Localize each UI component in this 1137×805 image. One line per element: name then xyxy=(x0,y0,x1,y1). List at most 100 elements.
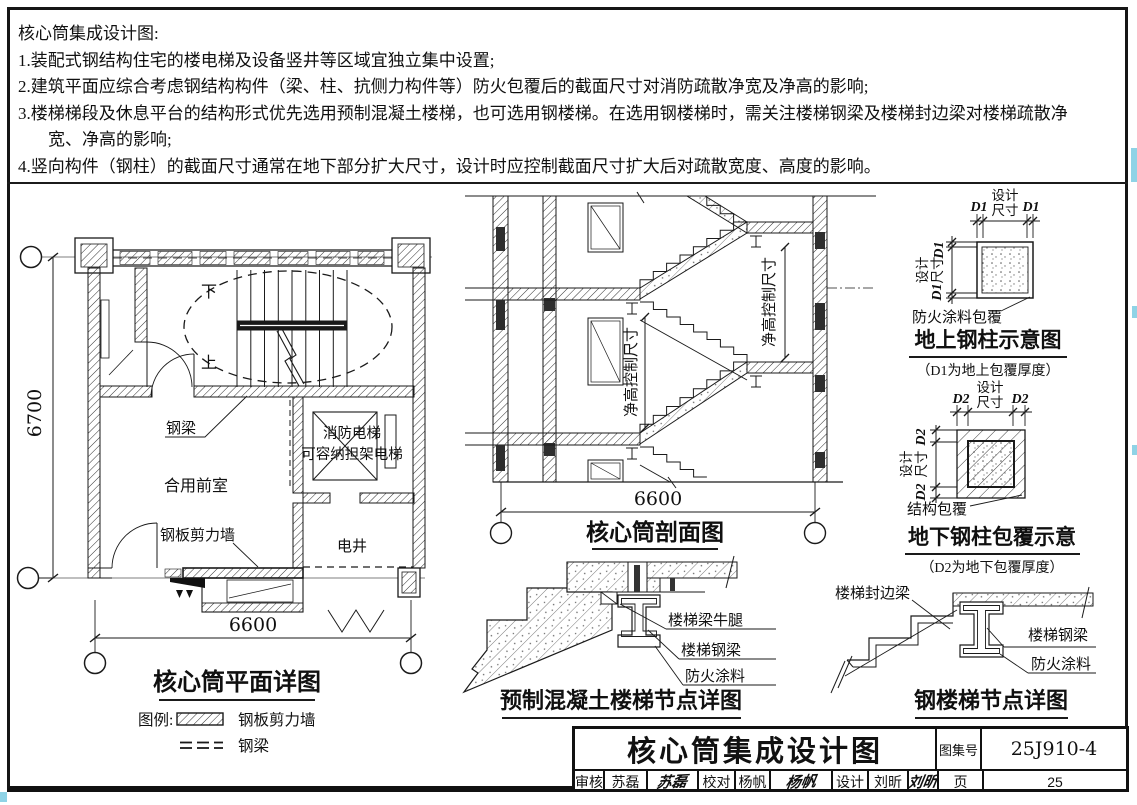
section-windows xyxy=(587,202,624,483)
atlas-number-label: 图集号 xyxy=(937,729,982,769)
notes-divider-line xyxy=(7,182,1128,184)
note-line: 4.竖向构件（钢柱）的截面尺寸通常在地下部分扩大尺寸，设计时应控制截面尺寸扩大后… xyxy=(18,156,881,176)
precast-label-corbel: 楼梯梁牛腿 xyxy=(668,612,743,629)
scan-artifact xyxy=(0,792,7,802)
proof-label: 校对 xyxy=(699,771,736,792)
legend-steel-beam-label: 钢梁 xyxy=(238,737,269,755)
section-dims xyxy=(489,242,827,545)
plan-label-shaft: 电井 xyxy=(337,538,367,555)
above-dim-design-2: 尺寸 xyxy=(992,203,1019,218)
legend-shear-wall-swatch xyxy=(176,712,224,726)
below-dim-design-left-2: 尺寸 xyxy=(914,451,929,478)
below-title: 地下钢柱包覆示意 xyxy=(908,525,1076,549)
above-dim-d1-left-bottom: D1 xyxy=(930,283,945,301)
above-dim-d1-top-right: D1 xyxy=(1021,200,1039,215)
review-signature: 苏磊 xyxy=(648,771,699,792)
title-block: 核心筒集成设计图 图集号 25J910-4 审核 苏磊 苏磊 校对 杨帆 杨帆 … xyxy=(572,726,1129,792)
above-column-drawing: D1 D1 设计 尺寸 D1 设计 尺寸 D1 防火涂料包覆 地上钢柱示意图 （… xyxy=(909,188,1067,379)
below-dim-d2-left-bottom: D2 xyxy=(914,483,929,501)
steel-stair-geometry xyxy=(830,586,1094,694)
above-title: 地上钢柱示意图 xyxy=(915,328,1062,352)
section-dim-horizontal: 6600 xyxy=(634,488,682,510)
plan-label-down: 下 xyxy=(201,284,217,301)
above-column-dims xyxy=(946,214,1040,304)
above-label-coating: 防火涂料包覆 xyxy=(912,309,1002,326)
legend-shear-wall-label: 钢板剪力墙 xyxy=(238,711,316,729)
plan-label-elevator-2: 可容纳担架电梯 xyxy=(301,446,403,463)
steel-stair-title: 钢楼梯节点详图 xyxy=(914,688,1068,713)
plan-label-elevator-1: 消防电梯 xyxy=(323,425,381,442)
plan-leaders xyxy=(165,395,259,568)
precast-detail-drawing: 楼梯梁牛腿 楼梯钢梁 防火涂料 预制混凝土楼梯节点详图 xyxy=(462,555,776,719)
above-dim-design-1: 设计 xyxy=(992,188,1019,203)
plan-legend: 图例: 钢板剪力墙 钢梁 xyxy=(138,711,316,755)
notes-title: 核心筒集成设计图: xyxy=(18,24,159,43)
section-clear-height-2: 净高控制尺寸 xyxy=(761,257,778,347)
section-drawing: 净高控制尺寸 净高控制尺寸 6600 核心筒剖面图 xyxy=(465,191,876,550)
precast-label-beam: 楼梯钢梁 xyxy=(681,642,741,659)
below-column-drawing: D2 D2 设计 尺寸 D2 设计 尺寸 D2 结构包覆 地下钢柱包覆示意 （D… xyxy=(899,380,1080,576)
above-subtitle: （D1为地上包覆厚度） xyxy=(916,363,1059,379)
below-dim-d2-top-right: D2 xyxy=(1010,392,1028,407)
design-notes: 核心筒集成设计图: 1.装配式钢结构住宅的楼电梯及设备竖井等区域宜独立集中设置;… xyxy=(18,21,1122,180)
section-clear-height-1: 净高控制尺寸 xyxy=(623,327,640,417)
section-title: 核心筒剖面图 xyxy=(586,519,724,545)
above-dim-d1-left-top: D1 xyxy=(932,241,947,259)
review-name: 苏磊 xyxy=(605,771,648,792)
plan-walls xyxy=(74,237,431,633)
plan-stair xyxy=(111,270,393,569)
below-dim-d2-top-left: D2 xyxy=(951,392,969,407)
proof-signature: 杨帆 xyxy=(771,771,833,792)
above-dim-design-left-2: 尺寸 xyxy=(930,257,945,284)
below-subtitle: （D2为地下包覆厚度） xyxy=(920,560,1063,576)
page-number: 25 xyxy=(1047,773,1063,790)
precast-geometry xyxy=(462,555,738,694)
plan-label-up: 上 xyxy=(201,354,217,372)
plan-dim-horizontal: 6600 xyxy=(229,614,277,636)
design-name: 刘昕 xyxy=(869,771,909,792)
above-dim-design-left-1: 设计 xyxy=(915,257,930,284)
review-label: 审核 xyxy=(575,771,605,792)
plan-dim-vertical: 6700 xyxy=(24,389,46,437)
plan-label-front-room: 合用前室 xyxy=(164,477,228,495)
signature-text: 刘昕 xyxy=(909,773,939,792)
scan-artifact xyxy=(1131,148,1137,182)
below-column-dims xyxy=(930,405,1032,503)
steel-stair-label-coating: 防火涂料 xyxy=(1031,656,1091,673)
plan-title: 核心筒平面详图 xyxy=(153,668,321,696)
atlas-number: 25J910-4 xyxy=(1010,738,1098,760)
below-column-square xyxy=(956,429,1026,507)
signature-text: 杨帆 xyxy=(784,773,818,792)
precast-label-coating: 防火涂料 xyxy=(685,668,745,685)
steel-stair-drawing: 楼梯封边梁 楼梯钢梁 防火涂料 钢楼梯节点详图 xyxy=(830,585,1096,719)
above-dim-d1-top-left: D1 xyxy=(969,200,987,215)
design-signature: 刘昕 xyxy=(909,771,939,792)
section-structure xyxy=(465,191,876,489)
note-line: 1.装配式钢结构住宅的楼电梯及设备竖井等区域宜独立集中设置; xyxy=(18,50,495,70)
below-dim-d2-left-top: D2 xyxy=(914,428,929,446)
steel-stair-label-edge-beam: 楼梯封边梁 xyxy=(835,585,910,602)
page-border xyxy=(7,7,1128,792)
precast-leaders xyxy=(619,603,776,686)
below-dim-design-2: 尺寸 xyxy=(977,395,1004,410)
scan-artifact xyxy=(1132,306,1137,318)
above-column-square xyxy=(976,241,1034,312)
signature-text: 苏磊 xyxy=(655,773,689,792)
scan-artifact xyxy=(1132,445,1137,455)
steel-stair-label-beam: 楼梯钢梁 xyxy=(1028,627,1088,644)
below-dim-design-left-1: 设计 xyxy=(899,451,914,478)
legend-title: 图例: xyxy=(138,711,173,729)
note-line: 宽、净高的影响; xyxy=(48,130,172,149)
plan-elevator xyxy=(312,411,397,481)
legend-steel-beam-swatch xyxy=(180,741,223,749)
section-stairs xyxy=(626,195,762,483)
below-label-coating: 结构包覆 xyxy=(907,501,967,518)
proof-name: 杨帆 xyxy=(736,771,771,792)
precast-title: 预制混凝土楼梯节点详图 xyxy=(500,688,742,713)
note-line: 2.建筑平面应综合考虑钢结构构件（梁、柱、抗侧力构件等）防火包覆后的截面尺寸对消… xyxy=(18,77,869,96)
sheet-title: 核心筒集成设计图 xyxy=(575,729,937,769)
plan-label-shear-wall: 钢板剪力墙 xyxy=(160,526,235,544)
plan-drawing: 6700 6600 xyxy=(16,237,432,755)
plan-label-steel-beam: 钢梁 xyxy=(166,420,196,437)
